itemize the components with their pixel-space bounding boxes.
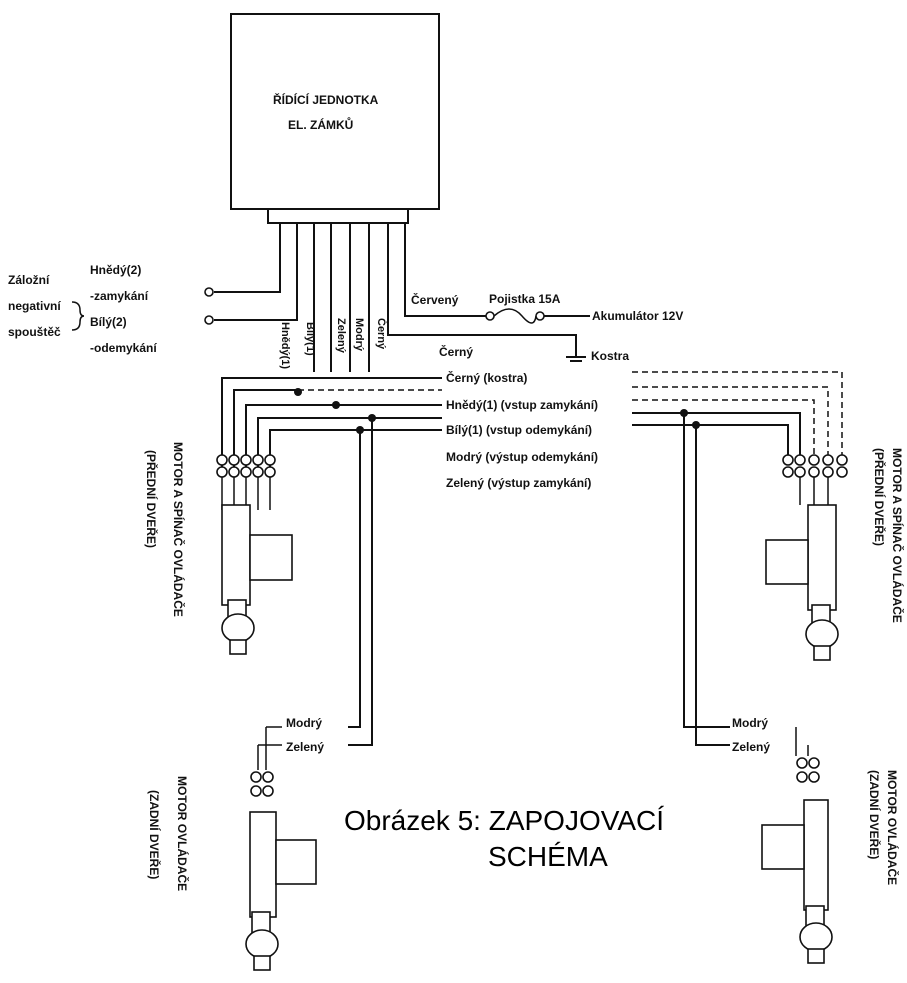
rear-left-green: Zelený [286,740,324,754]
front-right-label-2: MOTOR A SPÍNAČ OVLÁDAČE [890,448,905,623]
rear-right-actuator [761,727,833,964]
control-unit-subtitle: EL. ZÁMKŮ [288,116,353,132]
rear-left-label-1: MOTOR OVLÁDAČE [175,776,190,891]
rear-left-blue: Modrý [286,716,322,730]
power-fuse: Pojistka 15A [489,292,561,306]
wire-label-blue: Modrý [353,318,365,352]
backup-brace [71,301,85,331]
bus-lines [221,371,843,746]
front-right-actuator [765,454,848,661]
control-unit-box [230,13,440,210]
terminal-lock [204,287,214,297]
rear-left-label-2: (ZADNÍ DVEŘE) [147,790,162,879]
power-battery: Akumulátor 12V [592,309,683,323]
backup-white2: Bílý(2) [90,315,127,329]
front-left-label-1: MOTOR A SPÍNAČ OVLÁDAČE [171,442,186,617]
power-black: Černý [439,344,473,359]
fuse-symbol [485,308,545,324]
control-unit-connector [267,208,409,224]
wire-label-white1: Bílý(1) [304,322,316,356]
junction-dots [294,388,700,434]
backup-unlock: -odemykání [90,341,157,355]
connector-wires [214,223,590,372]
rear-right-blue: Modrý [732,716,768,730]
front-left-actuator [216,454,293,655]
front-right-label-1: (PŘEDNÍ DVEŘE) [872,448,887,546]
ground-symbol [566,356,586,362]
bus-black-ground: Černý (kostra) [446,370,527,385]
wire-label-brown1: Hnědý(1) [279,322,291,369]
backup-lock: -zamykání [90,289,149,303]
wire-label-black: Černý [375,318,388,350]
caption-line-2: SCHÉMA [488,841,608,872]
bus-white-in: Bílý(1) (vstup odemykání) [446,423,592,437]
bus-blue-out: Modrý (výstup odemykání) [446,450,598,464]
backup-brown2: Hnědý(2) [90,263,141,277]
caption-line-1: Obrázek 5: ZAPOJOVACÍ [344,805,664,836]
backup-label-3: spouštěč [8,325,61,339]
backup-label-2: negativní [8,299,61,313]
front-left-label-2: (PŘEDNÍ DVEŘE) [144,450,159,548]
power-red: Červený [411,292,459,307]
bus-green-out: Zelený (výstup zamykání) [446,476,591,490]
control-unit-title: ŘÍDÍCÍ JEDNOTKA [273,92,379,107]
bus-brown-in: Hnědý(1) (vstup zamykání) [446,398,598,412]
rear-right-label-1: (ZADNÍ DVEŘE) [867,770,882,859]
backup-label-1: Záložní [8,273,50,287]
wire-label-green: Zelený [335,318,347,354]
rear-right-label-2: MOTOR OVLÁDAČE [885,770,900,885]
rear-right-green: Zelený [732,740,770,754]
terminal-unlock [204,315,214,325]
rear-left-actuator [245,727,317,971]
power-ground: Kostra [591,349,629,363]
